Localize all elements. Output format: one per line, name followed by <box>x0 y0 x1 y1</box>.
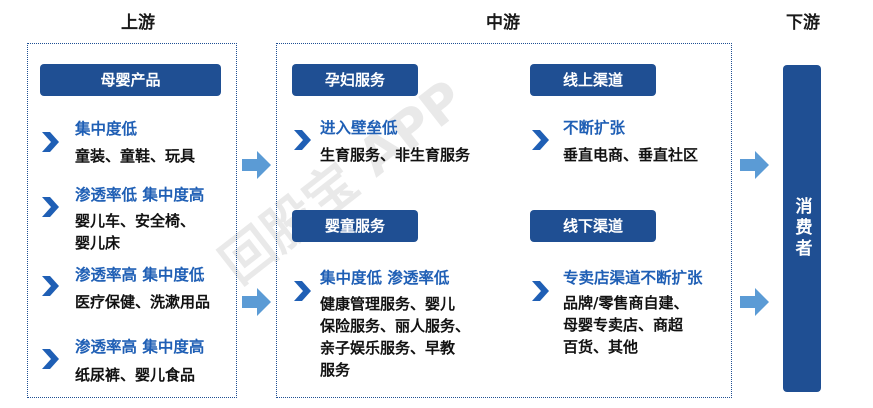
offline-channels-header: 线下渠道 <box>530 210 656 242</box>
midstream-panel <box>276 43 732 398</box>
pregnancy-services-header: 孕妇服务 <box>292 64 418 96</box>
online-channels-header: 线上渠道 <box>530 64 656 96</box>
pregnancy-services-line-1: 生育服务、非生育服务 <box>320 146 471 164</box>
upstream-item-2-line-2: 婴儿床 <box>75 234 121 252</box>
consumer-box: 消费者 <box>783 65 821 392</box>
chevron-right-icon <box>42 132 59 152</box>
downstream-title: 下游 <box>786 13 820 33</box>
upstream-item-4-title: 渗透率高 集中度高 <box>75 338 205 356</box>
upstream-item-1-line-1: 童装、童鞋、玩具 <box>75 147 196 165</box>
offline-channels-line-3: 百货、其他 <box>563 338 639 356</box>
consumer-label: 消费者 <box>791 197 812 260</box>
offline-channels-title: 专卖店渠道不断扩张 <box>563 269 703 287</box>
infant-services-line-2: 保险服务、丽人服务、 <box>320 317 471 335</box>
pregnancy-services-title: 进入壁垒低 <box>320 119 398 137</box>
upstream-item-3-title: 渗透率高 集中度低 <box>75 266 205 284</box>
infant-services-title: 集中度低 渗透率低 <box>320 269 450 287</box>
midstream-title: 中游 <box>486 13 520 33</box>
infant-services-header: 婴童服务 <box>292 210 418 242</box>
infant-services-line-4: 服务 <box>320 361 351 379</box>
chevron-right-icon <box>42 276 59 296</box>
online-channels-title: 不断扩张 <box>563 119 626 137</box>
upstream-item-4-line-1: 纸尿裤、婴儿食品 <box>75 366 196 384</box>
offline-channels-line-1: 品牌/零售商自建、 <box>563 294 689 312</box>
infant-services-line-1: 健康管理服务、婴儿 <box>320 295 456 313</box>
online-channels-line-1: 垂直电商、垂直社区 <box>563 146 699 164</box>
chevron-right-icon <box>42 197 59 217</box>
offline-channels-line-2: 母婴专卖店、商超 <box>563 316 684 334</box>
upstream-header: 母婴产品 <box>40 64 221 96</box>
upstream-panel <box>27 43 237 398</box>
upstream-item-3-line-1: 医疗保健、洗漱用品 <box>75 293 211 311</box>
arrow-right-icon <box>740 288 769 316</box>
arrow-right-icon <box>242 151 271 179</box>
chevron-right-icon <box>532 281 549 301</box>
upstream-item-1-title: 集中度低 <box>75 120 138 138</box>
arrow-right-icon <box>242 288 271 316</box>
chevron-right-icon <box>42 349 59 369</box>
chevron-right-icon <box>294 130 311 150</box>
chevron-right-icon <box>294 281 311 301</box>
arrow-right-icon <box>740 151 769 179</box>
upstream-item-2-line-1: 婴儿车、安全椅、 <box>75 212 196 230</box>
upstream-item-2-title: 渗透率低 集中度高 <box>75 186 205 204</box>
chevron-right-icon <box>532 130 549 150</box>
upstream-title: 上游 <box>121 13 155 33</box>
infant-services-line-3: 亲子娱乐服务、早教 <box>320 339 456 357</box>
